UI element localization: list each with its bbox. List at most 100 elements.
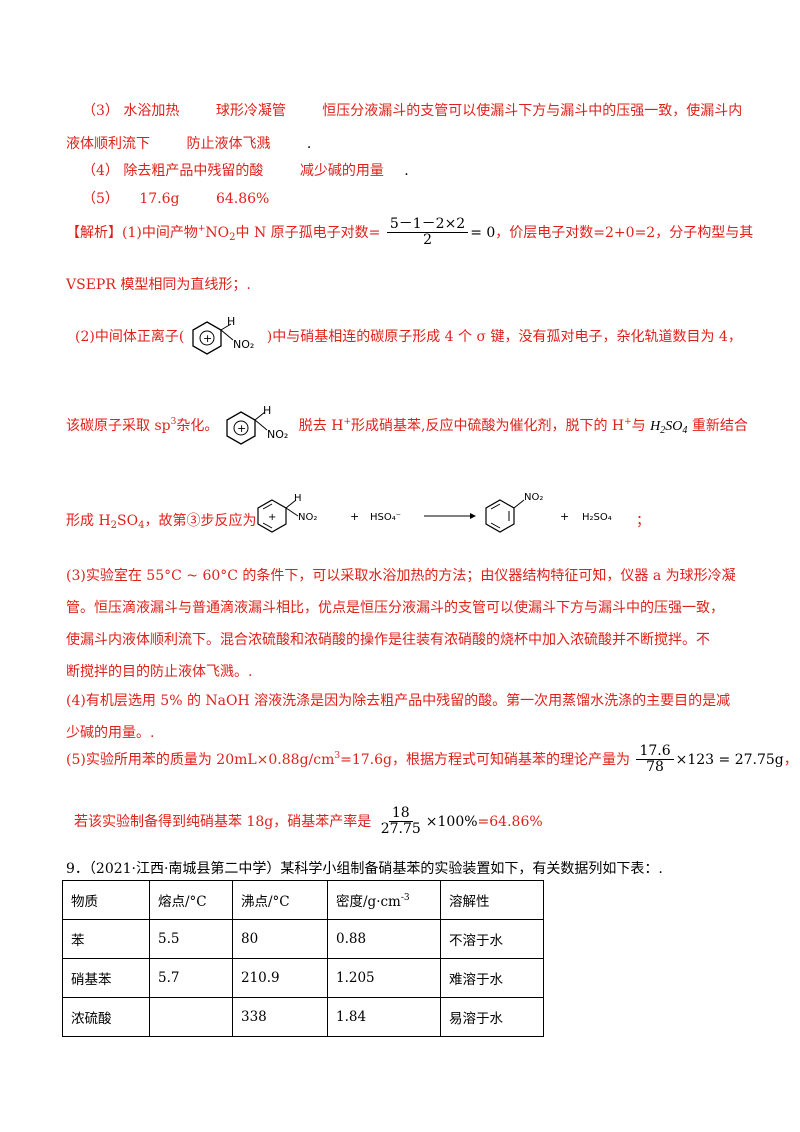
answer-4-part1: 除去粗产品中残留的酸 xyxy=(123,163,264,179)
formula-sub-4: 4 xyxy=(682,425,688,436)
reaction-equation: + H NO₂ + HSO₄⁻ NO₂ + H₂SO₄ xyxy=(257,492,612,533)
analysis-7-c: =17.6g，根据方程式可知硝基苯的理论产量为 xyxy=(340,751,630,768)
table-cell: 338 xyxy=(232,997,328,1037)
table-row: 苯 5.5 80 0.88 不溶于水 xyxy=(62,919,544,959)
lone-pair-fraction: 5－1－2×2 2 xyxy=(386,216,469,249)
svg-text:H: H xyxy=(263,404,271,417)
answer-3-line2: 液体顺利流下 防止液体飞溅 . xyxy=(66,133,311,153)
answer-4-dot: . xyxy=(404,163,409,179)
analysis-2-b: )中与硝基相连的碳原子形成 4 个 σ 键，没有孤对电子，杂化轨道数目为 4， xyxy=(266,329,742,345)
reactant-h-label: H xyxy=(294,493,302,504)
sub-2: 2 xyxy=(110,520,118,531)
svg-text:H: H xyxy=(227,316,235,328)
analysis-3-m: 重新结合 xyxy=(691,418,748,434)
answer-3-part3-cont: 液体顺利流下 xyxy=(66,136,150,152)
analysis-6-line2: 少碱的用量。. xyxy=(66,725,155,741)
analysis-paragraph-6: (4)有机层选用 5% 的 NaOH 溶液洗涤是因为除去粗产品中残留的酸。第一次… xyxy=(66,685,730,749)
table-cell: 80 xyxy=(232,919,328,959)
svg-text:+: + xyxy=(268,512,276,523)
answer-3-dot: . xyxy=(306,136,312,152)
analysis-8-a: 若该实验制备得到纯硝基苯 18g，硝基苯产率是 xyxy=(74,813,372,830)
analysis-paragraph-8: 若该实验制备得到纯硝基苯 18g，硝基苯产率是 18 27.75 ×100%=6… xyxy=(74,805,543,838)
hso4-ion: HSO₄⁻ xyxy=(370,512,401,523)
table-cell: 5.7 xyxy=(149,958,233,998)
formula-h: H xyxy=(650,419,661,434)
analysis-1-g: ，价层电子对数=2+0=2，分子构型与其 xyxy=(495,224,754,241)
header-cell: 溶解性 xyxy=(440,880,544,920)
analysis-5-line1: (3)实验室在 55°C ~ 60°C 的条件下，可以采取水浴加热的方法；由仪器… xyxy=(66,568,736,584)
analysis-6-line1: (4)有机层选用 5% 的 NaOH 溶液洗涤是因为除去粗产品中残留的酸。第一次… xyxy=(66,693,731,709)
analysis-3-h: 与 xyxy=(631,418,646,434)
formula-sub-2: 2 xyxy=(660,425,666,436)
plus-sign-2: + xyxy=(560,510,569,523)
product-no2-label: NO₂ xyxy=(524,492,543,503)
equals-zero: = 0 xyxy=(470,224,496,241)
times-100: ×100% xyxy=(425,813,478,830)
table-cell: 硝基苯 xyxy=(62,958,150,998)
svg-text:NO₂: NO₂ xyxy=(233,338,254,351)
plus-sign-1: + xyxy=(350,510,359,523)
analysis-paragraph-3: 该碳原子采取 sp3杂化。 + H NO₂ 脱去 H+形成硝基苯,反应中硫酸为催… xyxy=(66,404,748,448)
svg-text:NO₂: NO₂ xyxy=(267,428,288,441)
analysis-1-line2: VSEPR 模型相同为直线形；. xyxy=(66,277,251,293)
analysis-paragraph-5: (3)实验室在 55°C ~ 60°C 的条件下，可以采取水浴加热的方法；由仪器… xyxy=(66,560,736,688)
answer-4-number: （4） xyxy=(82,163,119,179)
table-cell: 苯 xyxy=(62,919,150,959)
fraction-denominator: 27.75 xyxy=(380,821,421,838)
h-plus-sup-2: + xyxy=(624,417,632,427)
so: SO xyxy=(117,513,139,529)
fraction-denominator: 78 xyxy=(646,759,664,776)
header-cell: 沸点/°C xyxy=(232,880,328,920)
analysis-3-f: 形成硝基苯,反应中硫酸为催化剂，脱下的 H xyxy=(351,418,625,434)
analysis-paragraph-2: (2)中间体正离子( + H NO₂ )中与硝基相连的碳原子形成 4 个 σ 键… xyxy=(75,316,742,358)
density-sup: -3 xyxy=(400,893,410,903)
subscript-2: 2 xyxy=(229,231,236,243)
table-cell: 不溶于水 xyxy=(440,919,544,959)
fraction-numerator: 18 xyxy=(388,805,413,823)
sp3-superscript: 3 xyxy=(170,417,177,427)
formula-so: SO xyxy=(665,419,683,434)
sub-4: 4 xyxy=(138,520,145,531)
h-plus-sup-1: + xyxy=(343,417,352,427)
analysis-2-a: (2)中间体正离子( xyxy=(75,329,185,345)
density-header: 密度/g·cm xyxy=(336,894,401,910)
data-table: 物质 熔点/°C 沸点/°C 密度/g·cm-3 溶解性 苯 5.5 80 0.… xyxy=(62,880,544,1037)
question-9: 9．（2021·江西·南城县第二中学）某科学小组制备硝基苯的实验装置如下，有关数… xyxy=(66,861,663,877)
analysis-3-c: 杂化。 xyxy=(176,418,219,434)
yield-fraction: 18 27.75 xyxy=(378,805,424,838)
svg-text:+: + xyxy=(203,332,212,345)
table-cell: 1.205 xyxy=(327,958,441,998)
analysis-4-text: 形成 H2SO4，故第③步反应为 xyxy=(66,510,257,531)
table-cell: 易溶于水 xyxy=(440,997,544,1037)
yield-result: =64.86% xyxy=(477,813,543,830)
table-cell: 1.84 xyxy=(327,997,441,1037)
analysis-3-d: 脱去 H xyxy=(298,418,344,434)
table-cell: 210.9 xyxy=(232,958,328,998)
comma: ， xyxy=(783,751,798,768)
analysis-5-line2: 管。恒压滴液漏斗与普通滴液漏斗相比，优点是恒压分液漏斗的支管可以使漏斗下方与漏斗… xyxy=(66,600,724,616)
analysis-5-line3: 使漏斗内液体顺利流下。混合浓硫酸和浓硝酸的操作是往装有浓硝酸的烧杯中加入浓硫酸并… xyxy=(66,632,710,648)
analysis-1-a: 【解析】(1)中间产物 xyxy=(66,224,198,241)
answer-4-part2: 减少碱的用量 xyxy=(299,163,384,179)
table-cell: 0.88 xyxy=(327,919,441,959)
table-row: 浓硫酸 338 1.84 易溶于水 xyxy=(62,997,544,1037)
analysis-paragraph-7: (5)实验所用苯的质量为 20mL×0.88g/cm3=17.6g，根据方程式可… xyxy=(66,743,798,776)
reactant-no2-label: NO₂ xyxy=(298,512,317,523)
analysis-5-line4: 断搅拌的目的防止液体飞溅。. xyxy=(66,664,253,680)
answer-4: （4） 除去粗产品中残留的酸 减少碱的用量 . xyxy=(82,160,409,180)
answer-3-number: （3） xyxy=(82,103,119,119)
answer-3-line1: （3） 水浴加热 球形冷凝管 恒压分液漏斗的支管可以使漏斗下方与漏斗中的压强一致… xyxy=(82,100,742,120)
superscript-plus: + xyxy=(197,223,206,234)
h2so4-formula: H2SO4 xyxy=(650,419,688,436)
table-row: 硝基苯 5.7 210.9 1.205 难溶于水 xyxy=(62,958,544,998)
analysis-7-a: (5)实验所用苯的质量为 20mL×0.88g/cm xyxy=(66,751,335,768)
benzenium-ion-structure: + H NO₂ xyxy=(192,316,254,355)
cm3-superscript: 3 xyxy=(334,750,341,761)
answer-5-part2: 64.86% xyxy=(215,191,270,207)
analysis-1-e: 中 N 原子孤电子对数= xyxy=(235,224,381,241)
analysis-4-a: 形成 H xyxy=(66,513,111,529)
fraction-numerator: 5－1－2×2 xyxy=(386,216,469,234)
theoretical-yield-fraction: 17.6 78 xyxy=(636,743,674,776)
header-cell: 熔点/°C xyxy=(149,880,233,920)
no-formula: NO xyxy=(205,224,230,241)
